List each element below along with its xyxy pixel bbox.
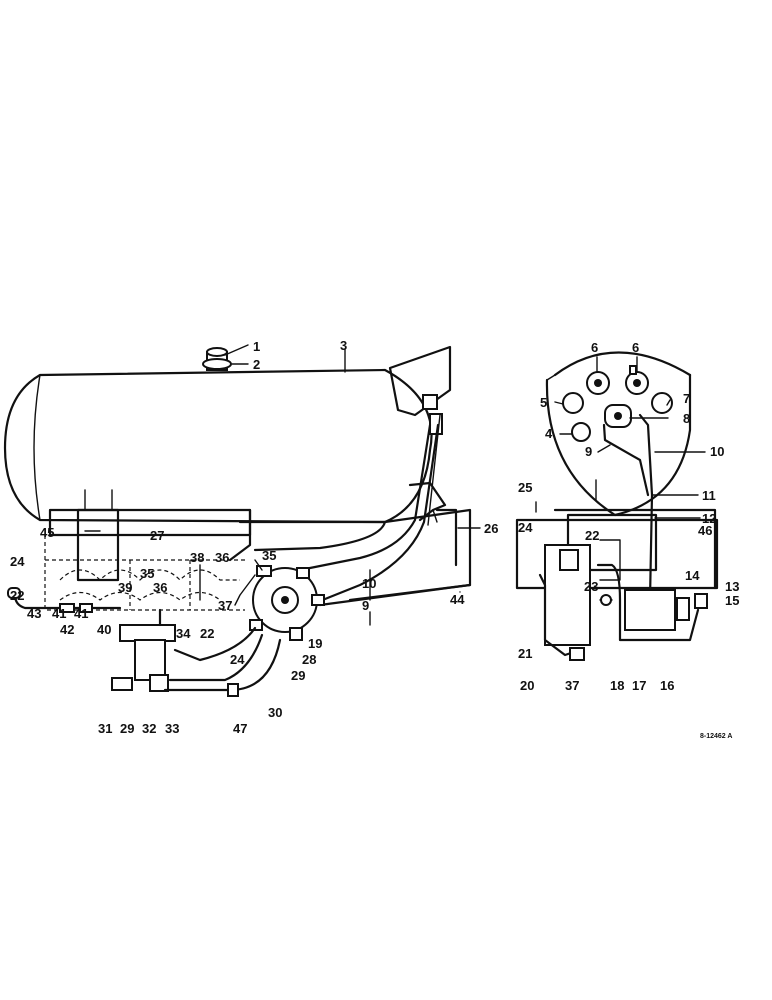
callout-41b: 41	[74, 606, 88, 621]
callout-27: 27	[150, 528, 164, 543]
callout-19: 19	[308, 636, 322, 651]
callout-24c: 24	[518, 520, 533, 535]
callout-6a: 6	[591, 340, 598, 355]
callout-16: 16	[660, 678, 674, 693]
callout-7: 7	[683, 391, 690, 406]
end-connecting-lines	[596, 563, 700, 642]
callout-13: 13	[725, 579, 739, 594]
tank-strap	[76, 489, 120, 582]
callout-17: 17	[632, 678, 646, 693]
callout-36b: 36	[153, 580, 167, 595]
fuel-tank	[3, 368, 433, 524]
callout-21: 21	[518, 646, 532, 661]
callout-22a: 22	[10, 588, 24, 603]
shield-plate	[388, 345, 452, 417]
callout-39: 39	[118, 580, 132, 595]
callout-22b: 22	[200, 626, 214, 641]
callout-35b: 35	[140, 566, 154, 581]
end-vaporizer	[538, 544, 591, 661]
callout-12: 12	[702, 511, 716, 526]
callout-47: 47	[233, 721, 247, 736]
callout-29a: 29	[291, 668, 305, 683]
callout-10a: 10	[362, 576, 376, 591]
callout-34: 34	[176, 626, 191, 641]
callout-45: 45	[40, 525, 54, 540]
end-view	[515, 351, 719, 661]
callout-28: 28	[302, 652, 316, 667]
filter-lockoff	[111, 608, 176, 692]
callout-24b: 24	[230, 652, 245, 667]
tank-front-valves	[422, 394, 443, 435]
callout-26: 26	[484, 521, 498, 536]
callout-20: 20	[520, 678, 534, 693]
callout-29b: 29	[120, 721, 134, 736]
leader-lines	[84, 344, 706, 626]
front-fuel-line	[7, 587, 122, 613]
lower-fuel-lines	[163, 626, 282, 697]
callout-41a: 41	[52, 606, 66, 621]
fuel-lines	[298, 414, 441, 607]
callout-46: 46	[698, 523, 712, 538]
callout-37b: 37	[565, 678, 579, 693]
callout-11: 11	[702, 488, 716, 503]
callout-40: 40	[97, 622, 111, 637]
figure-code: 8-12462 A	[700, 733, 732, 740]
callout-labels: 1 2 3 26 44 45 27 24 38 36 35 39 35 36 3…	[10, 338, 739, 740]
callout-36a: 36	[215, 550, 229, 565]
carburetor-lines	[234, 559, 263, 606]
callout-44: 44	[450, 592, 465, 607]
callout-6b: 6	[632, 340, 639, 355]
engine-front	[515, 508, 719, 590]
side-view	[3, 345, 472, 697]
callout-3: 3	[340, 338, 347, 353]
callout-43: 43	[27, 606, 41, 621]
callout-8: 8	[683, 411, 690, 426]
callout-2: 2	[253, 357, 260, 372]
callout-5: 5	[540, 395, 547, 410]
callout-22c: 22	[585, 528, 599, 543]
callout-14: 14	[685, 568, 700, 583]
callout-37a: 37	[218, 598, 232, 613]
callout-10b: 10	[710, 444, 724, 459]
callout-33: 33	[165, 721, 179, 736]
filler-valve	[202, 347, 232, 371]
callout-4: 4	[545, 426, 553, 441]
callout-35a: 35	[262, 548, 276, 563]
callout-30: 30	[268, 705, 282, 720]
end-valves	[562, 365, 673, 442]
end-filter	[624, 589, 708, 631]
callout-9b: 9	[585, 444, 592, 459]
callout-25: 25	[518, 480, 532, 495]
vaporizer-regulator	[249, 565, 325, 641]
callout-42: 42	[60, 622, 74, 637]
callout-23: 23	[584, 579, 598, 594]
engine-block	[44, 508, 252, 611]
callout-18: 18	[610, 678, 624, 693]
callout-9a: 9	[362, 598, 369, 613]
callout-31: 31	[98, 721, 112, 736]
callout-32: 32	[142, 721, 156, 736]
end-fuel-lines	[595, 413, 654, 602]
callout-24a: 24	[10, 554, 25, 569]
callout-1: 1	[253, 339, 260, 354]
callout-15: 15	[725, 593, 739, 608]
callout-38: 38	[190, 550, 204, 565]
